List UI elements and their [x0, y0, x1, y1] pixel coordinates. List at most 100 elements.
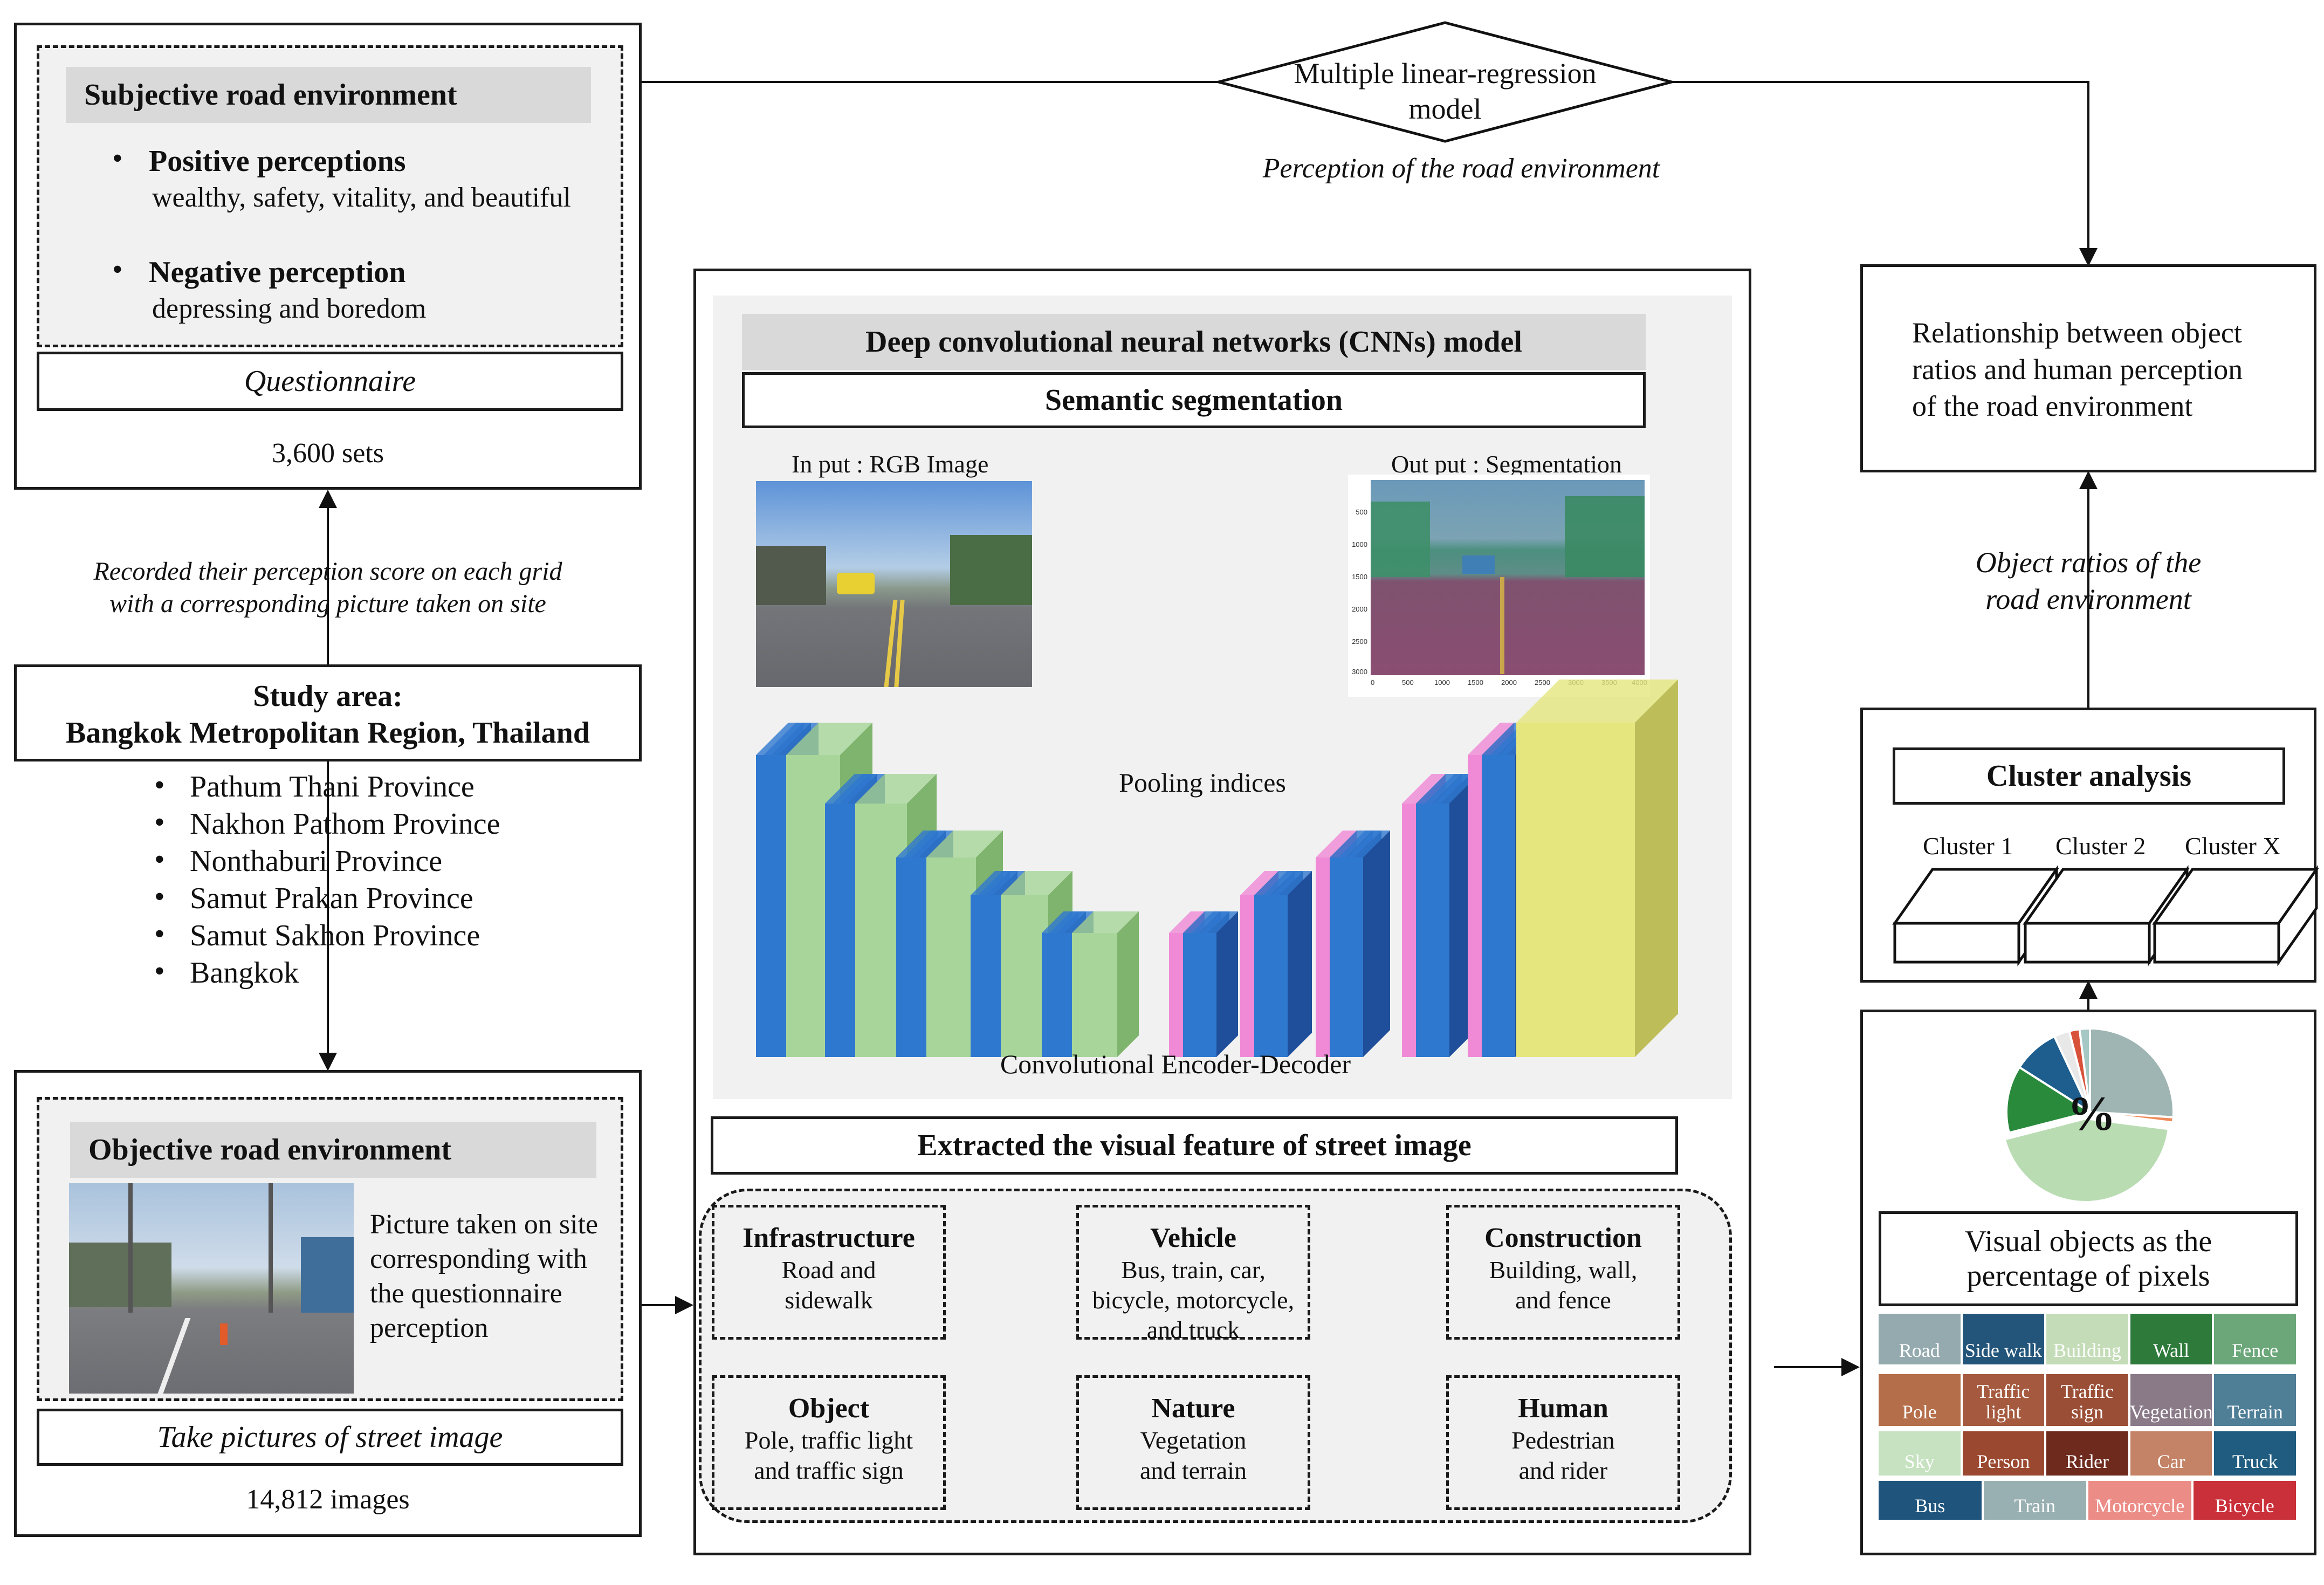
feature-title: Object	[788, 1393, 870, 1424]
questionnaire-label: Questionnaire	[37, 352, 623, 411]
province-item: Bangkok	[190, 956, 299, 990]
feature-line: sidewalk	[785, 1286, 873, 1314]
feature-line: and terrain	[1140, 1456, 1247, 1484]
feature-title: Vehicle	[1150, 1223, 1236, 1253]
objective-desc-4: perception	[370, 1313, 489, 1343]
visual-objects-box: Visual objects as the percentage of pixe…	[1879, 1211, 2298, 1306]
questionnaire-count: 3,600 sets	[272, 438, 384, 469]
tick-label: 3000	[1352, 668, 1367, 676]
bullet-dot: •	[112, 142, 123, 175]
province-item: Samut Prakan Province	[190, 882, 473, 915]
regression-caption: Perception of the road environment	[1262, 153, 1660, 184]
tick-label: 0	[1371, 678, 1375, 687]
feature-line: Building, wall,	[1489, 1256, 1638, 1284]
feature-line: and traffic sign	[754, 1456, 904, 1484]
province-item: Pathum Thani Province	[190, 770, 475, 804]
relationship-line: of the road environment	[1912, 390, 2193, 422]
visual-objects-line: Visual objects as the	[1964, 1225, 2212, 1258]
feature-title: Infrastructure	[742, 1223, 915, 1253]
record-note-line2: with a corresponding picture taken on si…	[109, 589, 546, 618]
negative-items: depressing and boredom	[152, 293, 427, 324]
feature-title: Human	[1518, 1393, 1608, 1424]
bullet-dot: •	[154, 769, 165, 802]
cluster-analysis-title: Cluster analysis	[1893, 747, 2285, 805]
tick-label: 2000	[1352, 605, 1367, 613]
positive-items: wealthy, safety, vitality, and beautiful	[152, 182, 571, 213]
bullet-dot: •	[112, 253, 123, 286]
objective-desc-3: the questionnaire	[370, 1278, 562, 1309]
take-pictures-label: Take pictures of street image	[37, 1409, 623, 1466]
study-area-title: Study area:	[253, 680, 403, 713]
feature-line: and fence	[1515, 1286, 1611, 1314]
bullet-dot: •	[154, 917, 165, 951]
legend-chip: Sky	[1879, 1431, 1961, 1476]
bullet-dot: •	[154, 955, 165, 988]
feature-title: Nature	[1151, 1393, 1235, 1424]
bullet-dot: •	[154, 806, 165, 839]
objective-desc-1: Picture taken on site	[370, 1209, 599, 1240]
legend-chip: Traffic sign	[2046, 1374, 2128, 1426]
bullet-dot: •	[154, 843, 165, 876]
decoder-layer	[1347, 831, 1390, 1057]
feature-line: and truck	[1146, 1315, 1240, 1343]
tick-label: 1500	[1468, 678, 1483, 687]
visual-objects-line: percentage of pixels	[1967, 1259, 2210, 1293]
input-label: In put : RGB Image	[792, 450, 989, 478]
feature-line: Pedestrian	[1511, 1426, 1615, 1454]
tick-label: 1000	[1352, 540, 1367, 548]
output-segmentation-image: 500 1000 1500 2000 2500 3000 0 500 1000 …	[1348, 475, 1650, 697]
legend-chip: Wall	[2130, 1314, 2212, 1364]
objective-desc-2: corresponding with	[370, 1244, 587, 1274]
legend-chip: Train	[1983, 1481, 2086, 1520]
feature-line: Bus, train, car,	[1121, 1256, 1266, 1284]
legend-chip: Bus	[1879, 1481, 1982, 1520]
cluster-label-x: Cluster X	[2185, 832, 2281, 860]
province-item: Samut Sakhon Province	[190, 919, 480, 952]
legend-chip: Side walk	[1962, 1314, 2045, 1364]
bullet-dot: •	[154, 880, 165, 914]
legend-chip: Road	[1879, 1314, 1961, 1364]
tick-label: 1000	[1434, 678, 1450, 687]
tick-label: 2500	[1352, 637, 1367, 646]
features-area	[699, 1189, 1732, 1523]
record-note-line1: Recorded their perception score on each …	[93, 557, 562, 586]
pie-slice	[2005, 1066, 2093, 1134]
pie-slice	[2003, 1117, 2170, 1204]
semantic-segmentation-label: Semantic segmentation	[742, 372, 1646, 428]
encoder-feature-map	[1072, 911, 1139, 1057]
input-rgb-image	[756, 481, 1032, 687]
cluster-label-1: Cluster 1	[1923, 832, 2013, 860]
tick-label: 500	[1356, 508, 1367, 516]
tick-label: 500	[1402, 678, 1414, 687]
extracted-feature-label: Extracted the visual feature of street i…	[711, 1116, 1678, 1175]
feature-line: and rider	[1518, 1456, 1608, 1484]
pie-slice	[2089, 1027, 2175, 1119]
street-photo-objective	[69, 1183, 354, 1394]
objective-header: Objective road environment	[70, 1122, 596, 1178]
feature-line: Road and	[781, 1256, 876, 1284]
regression-title: Multiple linear-regression model	[1294, 57, 1597, 125]
feature-object: Object Pole, traffic light and traffic s…	[712, 1375, 946, 1510]
legend-chip: Vegetation	[2130, 1374, 2213, 1426]
relationship-line: Relationship between object	[1912, 317, 2242, 349]
feature-title: Construction	[1484, 1223, 1642, 1253]
regression-diamond	[1213, 21, 1677, 143]
positive-title: Positive perceptions	[149, 145, 406, 178]
legend-chip: Truck	[2214, 1431, 2296, 1476]
relationship-box	[1860, 264, 2316, 472]
feature-construction: Construction Building, wall, and fence	[1446, 1205, 1680, 1340]
legend-chip: Bicycle	[2193, 1481, 2296, 1520]
cluster-label-2: Cluster 2	[2055, 832, 2146, 860]
legend-chip: Motorcycle	[2088, 1481, 2191, 1520]
feature-vehicle: Vehicle Bus, train, car, bicycle, motorc…	[1076, 1205, 1310, 1343]
tick-label: 2500	[1535, 678, 1550, 687]
object-ratios-line: road environment	[1985, 583, 2191, 615]
legend-chip: Traffic light	[1962, 1374, 2045, 1426]
feature-infrastructure: Infrastructure Road and sidewalk	[712, 1205, 946, 1340]
y-axis-ticks: 500 1000 1500 2000 2500 3000	[1348, 475, 1370, 676]
feature-nature: Nature Vegetation and terrain	[1076, 1375, 1310, 1510]
object-ratios-line: Object ratios of the	[1975, 546, 2202, 579]
